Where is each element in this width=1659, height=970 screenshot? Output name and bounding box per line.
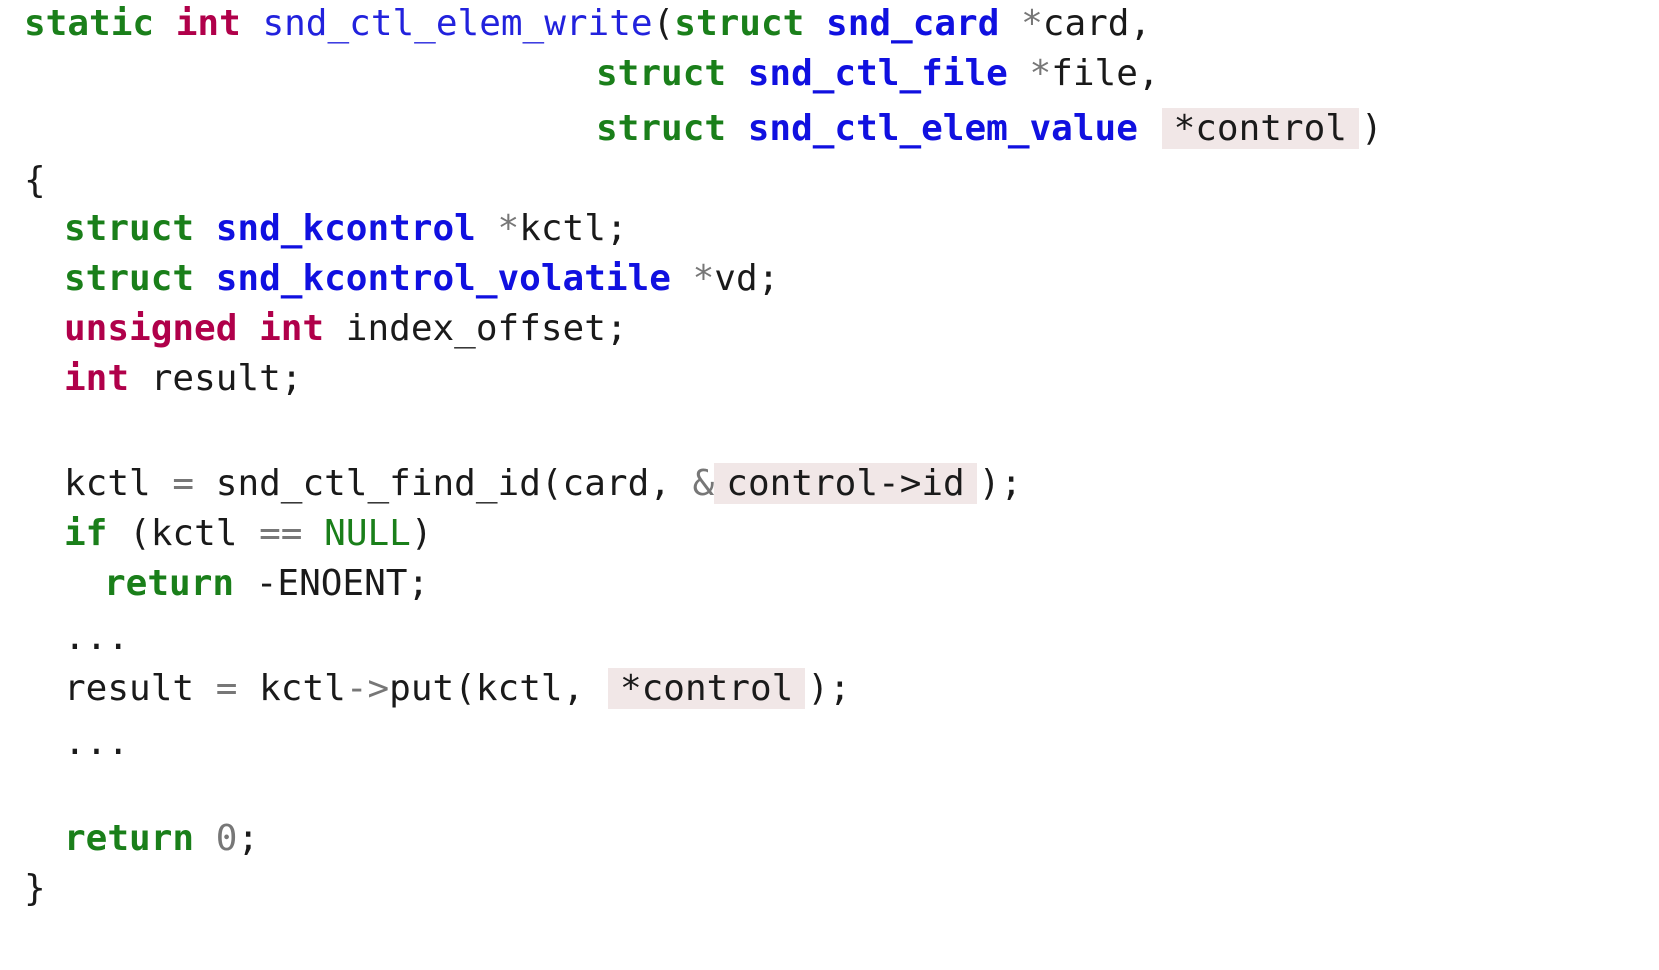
struct-type-name: snd_kcontrol_volatile xyxy=(215,258,671,299)
open-paren: ( xyxy=(652,3,675,44)
keyword-if: if xyxy=(64,513,108,554)
object-name: kctl xyxy=(259,668,346,709)
code-line-5: struct snd_kcontrol *kctl; xyxy=(64,201,628,257)
param-name: card, xyxy=(1042,3,1152,44)
code-line-12: ... xyxy=(64,610,129,666)
variable-name: index_offset; xyxy=(345,308,628,349)
keyword-struct: struct xyxy=(64,258,195,299)
keyword-int: int xyxy=(175,3,241,44)
number-literal: 0 xyxy=(215,818,238,859)
keyword-struct: struct xyxy=(64,208,195,249)
return-value: -ENOENT; xyxy=(255,563,430,604)
address-operator: & xyxy=(692,463,715,504)
highlighted-param: *control xyxy=(607,668,806,709)
code-line-14: ... xyxy=(64,715,129,771)
struct-type-name: snd_ctl_file xyxy=(747,53,1008,94)
code-line-9: kctl = snd_ctl_find_id(card, &control->i… xyxy=(64,456,1022,512)
close-brace: } xyxy=(24,868,46,909)
assign-operator: = xyxy=(215,668,238,709)
code-line-15: return 0; xyxy=(64,811,259,867)
keyword-unsigned: unsigned xyxy=(64,308,238,349)
open-brace: { xyxy=(24,160,46,201)
code-line-11: return -ENOENT; xyxy=(104,556,429,612)
close-paren: ) xyxy=(1360,108,1383,149)
code-line-1: static int snd_ctl_elem_write(struct snd… xyxy=(24,0,1151,52)
assign-target: result xyxy=(64,668,195,709)
highlighted-expression: control->id xyxy=(714,463,977,504)
code-line-16: } xyxy=(24,861,46,917)
pointer-star: * xyxy=(1029,53,1052,94)
code-line-6: struct snd_kcontrol_volatile *vd; xyxy=(64,251,779,307)
keyword-return: return xyxy=(64,818,195,859)
ellipsis: ... xyxy=(64,722,130,763)
code-line-2: struct snd_ctl_file *file, xyxy=(596,46,1160,102)
pointer-star: * xyxy=(1021,3,1043,44)
keyword-return: return xyxy=(104,563,235,604)
struct-type-name: snd_ctl_elem_value xyxy=(747,108,1138,149)
pointer-star: * xyxy=(692,258,715,299)
function-call: snd_ctl_find_id(card, xyxy=(215,463,671,504)
ellipsis: ... xyxy=(64,617,130,658)
call-end: ); xyxy=(978,463,1023,504)
equality-operator: == xyxy=(259,513,303,554)
param-name: file, xyxy=(1051,53,1160,94)
variable-name: kctl; xyxy=(519,208,628,249)
struct-type-name: snd_card xyxy=(826,3,1000,44)
semicolon: ; xyxy=(237,818,260,859)
assign-operator: = xyxy=(172,463,195,504)
highlighted-param: *control xyxy=(1161,108,1359,149)
assign-target: kctl xyxy=(64,463,151,504)
code-line-7: unsigned int index_offset; xyxy=(64,301,628,357)
null-literal: NULL xyxy=(324,513,411,554)
condition-close: ) xyxy=(410,513,433,554)
arrow-operator: -> xyxy=(345,668,390,709)
call-end: ); xyxy=(807,668,851,709)
condition-open: (kctl xyxy=(129,513,238,554)
pointer-star: * xyxy=(497,208,520,249)
code-line-13: result = kctl->put(kctl, *control); xyxy=(64,661,851,717)
struct-type-name: snd_kcontrol xyxy=(215,208,476,249)
keyword-int: int xyxy=(259,308,325,349)
keyword-static: static xyxy=(24,3,155,44)
variable-name: vd; xyxy=(714,258,780,299)
method-call: put(kctl, xyxy=(389,668,585,709)
function-name: snd_ctl_elem_write xyxy=(262,3,653,44)
keyword-struct: struct xyxy=(674,3,805,44)
keyword-struct: struct xyxy=(596,108,727,149)
code-line-8: int result; xyxy=(64,351,302,407)
code-line-10: if (kctl == NULL) xyxy=(64,506,433,562)
code-line-4: { xyxy=(24,153,46,209)
keyword-int: int xyxy=(64,358,130,399)
code-line-3: struct snd_ctl_elem_value *control) xyxy=(596,101,1383,157)
variable-name: result; xyxy=(150,358,303,399)
keyword-struct: struct xyxy=(596,53,727,94)
